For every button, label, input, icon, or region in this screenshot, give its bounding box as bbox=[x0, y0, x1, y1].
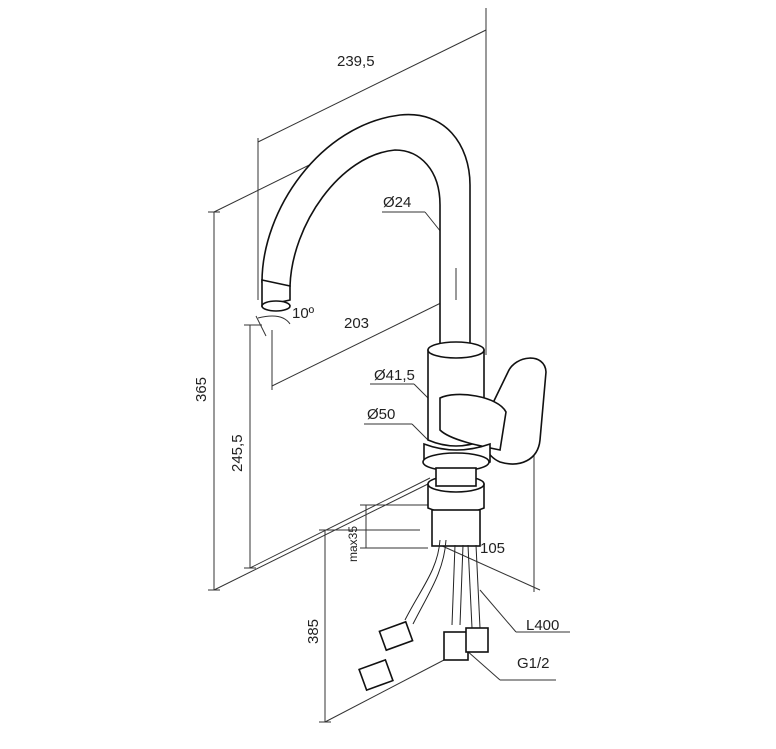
label-hole-offset: 105 bbox=[480, 540, 505, 557]
label-spout-height: 245,5 bbox=[229, 434, 246, 472]
hose-fitting bbox=[358, 620, 489, 692]
label-width-overall: 239,5 bbox=[337, 53, 375, 70]
spout bbox=[261, 113, 471, 346]
label-spout-reach: 203 bbox=[344, 315, 369, 332]
label-body-diameter: Ø41,5 bbox=[374, 367, 415, 384]
label-thread-size: G1/2 bbox=[517, 655, 550, 672]
dimension-lines bbox=[208, 8, 570, 723]
spout-tip bbox=[261, 279, 291, 307]
label-spout-angle: 10º bbox=[292, 305, 315, 322]
label-hose-drop: 385 bbox=[305, 619, 322, 644]
label-height-overall: 365 bbox=[193, 377, 210, 402]
label-spout-diameter: Ø24 bbox=[383, 194, 411, 211]
label-base-diameter: Ø50 bbox=[367, 406, 395, 423]
faucet bbox=[261, 113, 547, 547]
dimension-labels: 239,5 Ø24 10º 203 Ø41,5 Ø50 365 245,5 ma… bbox=[193, 53, 559, 672]
label-max-deck-thickness: max35 bbox=[346, 526, 360, 562]
label-hose-length: L400 bbox=[526, 617, 559, 634]
supply-hoses bbox=[358, 539, 489, 692]
